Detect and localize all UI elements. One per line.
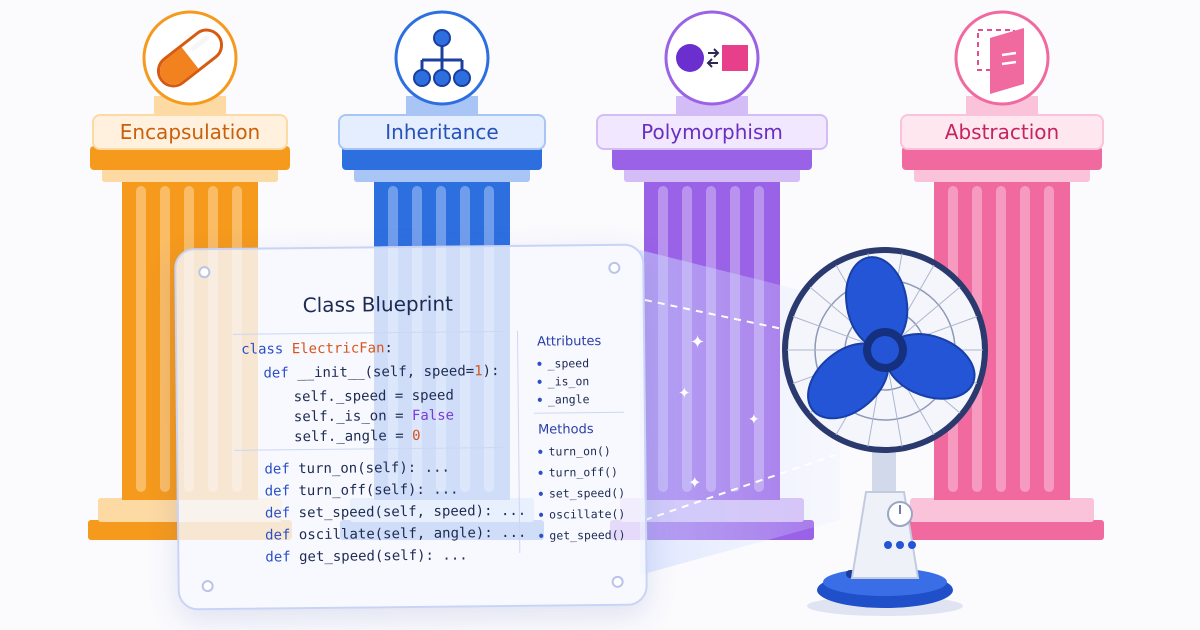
pillar-collar (354, 168, 530, 182)
code-method-line: def set_speed(self, speed): ... (264, 502, 527, 522)
class-blueprint-card: Class Blueprint class ElectricFan: def _… (174, 243, 648, 611)
code-method-line: def turn_off(self): ... (264, 481, 459, 500)
code-method-line: def turn_on(self): ... (264, 459, 450, 478)
pillar-flute (1020, 186, 1030, 492)
fan-speed-dot (908, 541, 916, 549)
shape-swap-icon (676, 44, 748, 72)
card-title: Class Blueprint (302, 291, 454, 318)
pillar-base (900, 520, 1104, 540)
pillar-label-abstraction: Abstraction (900, 114, 1104, 150)
panel-divider (516, 330, 521, 553)
pillar-capital (612, 146, 812, 170)
code-assign-line: self._speed = speed (293, 387, 454, 406)
method-item: oscillate() (539, 507, 625, 522)
fan-hub-cap (871, 336, 899, 364)
pillar-flute (136, 186, 146, 492)
methods-heading: Methods (537, 422, 594, 438)
method-item: turn_on() (538, 444, 610, 459)
method-item: turn_off() (538, 465, 618, 480)
method-item: set_speed() (539, 486, 625, 501)
capsule-icon (156, 28, 224, 88)
sparkle-icon: ✦ (690, 332, 705, 353)
code-assign-line: self._is_on = False (293, 407, 455, 426)
sparkle-icon: ✦ (748, 412, 760, 428)
attribute-item: _angle (538, 392, 590, 407)
code-divider (234, 447, 505, 451)
pillar-flute (160, 186, 170, 492)
fan-speed-dot (884, 541, 892, 549)
pillar-label-polymorphism: Polymorphism (596, 114, 828, 150)
pillar-collar (102, 168, 278, 182)
screw-icon (608, 261, 621, 274)
code-assign-line: self._angle = 0 (294, 427, 421, 446)
code-init-line: def __init__(self, speed=1): (263, 363, 500, 382)
pillar-flute (996, 186, 1006, 492)
screw-icon (198, 266, 211, 279)
pillar-collar (914, 168, 1090, 182)
pillar-capital (90, 146, 290, 170)
fan-speed-dot (896, 541, 904, 549)
fan-blades (807, 256, 976, 420)
electric-fan-icon (782, 247, 988, 616)
method-item: get_speed() (539, 528, 625, 543)
code-method-line: def get_speed(self): ... (265, 547, 468, 566)
title-divider (233, 331, 504, 335)
pillar-capital (342, 146, 542, 170)
attributes-heading: Attributes (537, 334, 602, 350)
pillar-capital (902, 146, 1102, 170)
pillar-collar (624, 168, 800, 182)
attribute-item: _is_on (537, 374, 590, 389)
screw-icon (201, 580, 214, 593)
sparkle-icon: ✦ (688, 473, 701, 492)
hierarchy-icon (413, 29, 471, 87)
pillar-plinth (910, 498, 1094, 522)
icon-disc (664, 10, 760, 106)
side-divider (533, 411, 624, 414)
screw-icon (611, 575, 624, 588)
pillar-label-inheritance: Inheritance (338, 114, 546, 150)
code-class-line: class ElectricFan: (241, 340, 394, 358)
pillar-label-encapsulation: Encapsulation (92, 114, 288, 150)
sparkle-icon: ✦ (678, 384, 691, 402)
attribute-item: _speed (537, 356, 589, 371)
abstract-sheet-icon (977, 28, 1024, 94)
pillar-flute (1044, 186, 1054, 492)
code-method-line: def oscillate(self, angle): ... (265, 524, 527, 544)
